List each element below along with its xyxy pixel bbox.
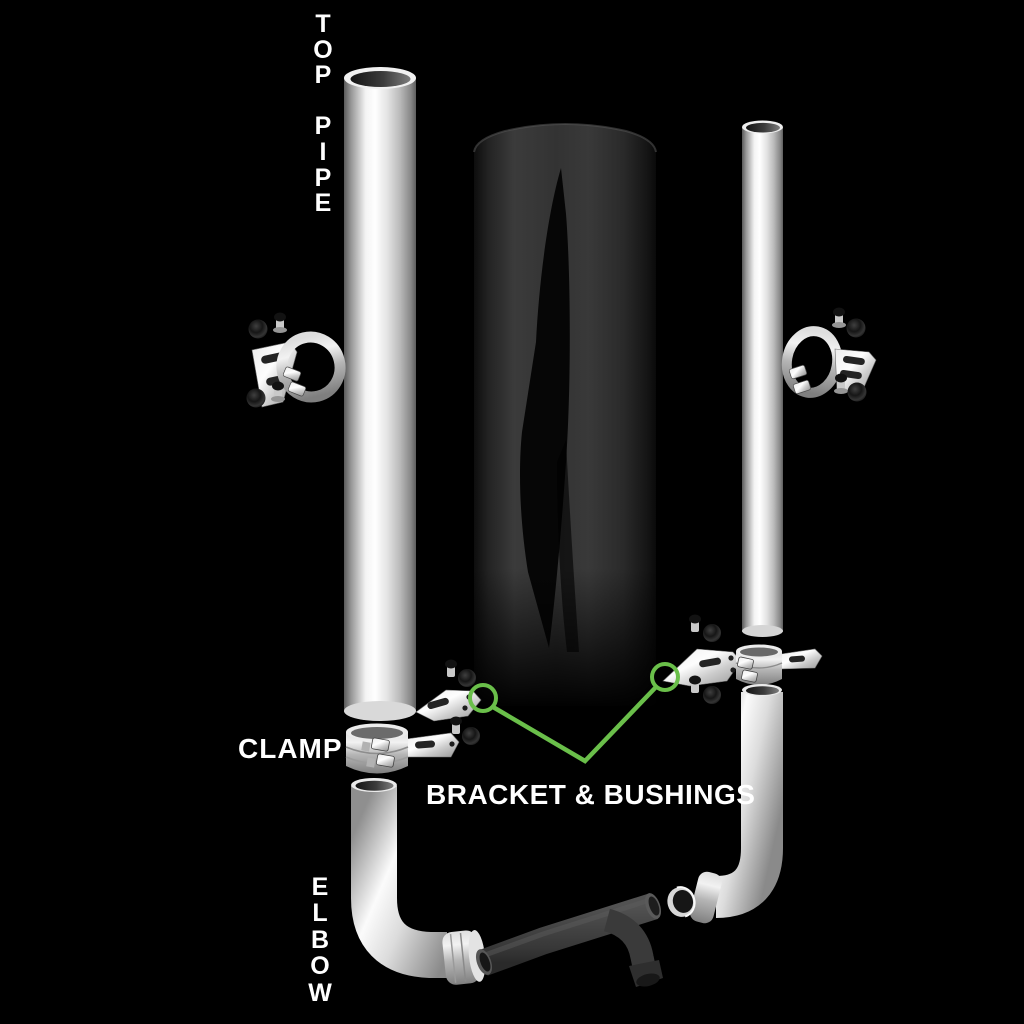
- right-elbow: [667, 684, 783, 924]
- right-mount-clamp-with-bracket: [781, 307, 877, 402]
- bushing-bolt-set: [832, 307, 867, 402]
- elbow-label: E L B O W: [308, 873, 332, 1007]
- right-band-clamp: [735, 644, 823, 685]
- left-top-pipe: [344, 67, 416, 721]
- muffler-reflection: [520, 168, 570, 648]
- clamp-label: CLAMP: [238, 733, 343, 764]
- left-exploded-bracket: [415, 659, 482, 745]
- bracket-bushings-label: BRACKET & BUSHINGS: [426, 779, 756, 810]
- left-mount-clamp-with-bracket: [246, 312, 346, 408]
- bushing-bolt-set: [246, 312, 287, 408]
- callout-bracket-bushings: [468, 662, 680, 764]
- y-pipe: [475, 893, 663, 987]
- black-muffler-stack: [470, 123, 660, 710]
- top-pipe-label: T O P P I P E: [313, 10, 333, 218]
- right-top-pipe: [742, 120, 783, 637]
- right-exploded-bracket: [662, 614, 742, 704]
- elbow-open-end: [667, 886, 696, 918]
- left-band-clamp: [345, 723, 460, 774]
